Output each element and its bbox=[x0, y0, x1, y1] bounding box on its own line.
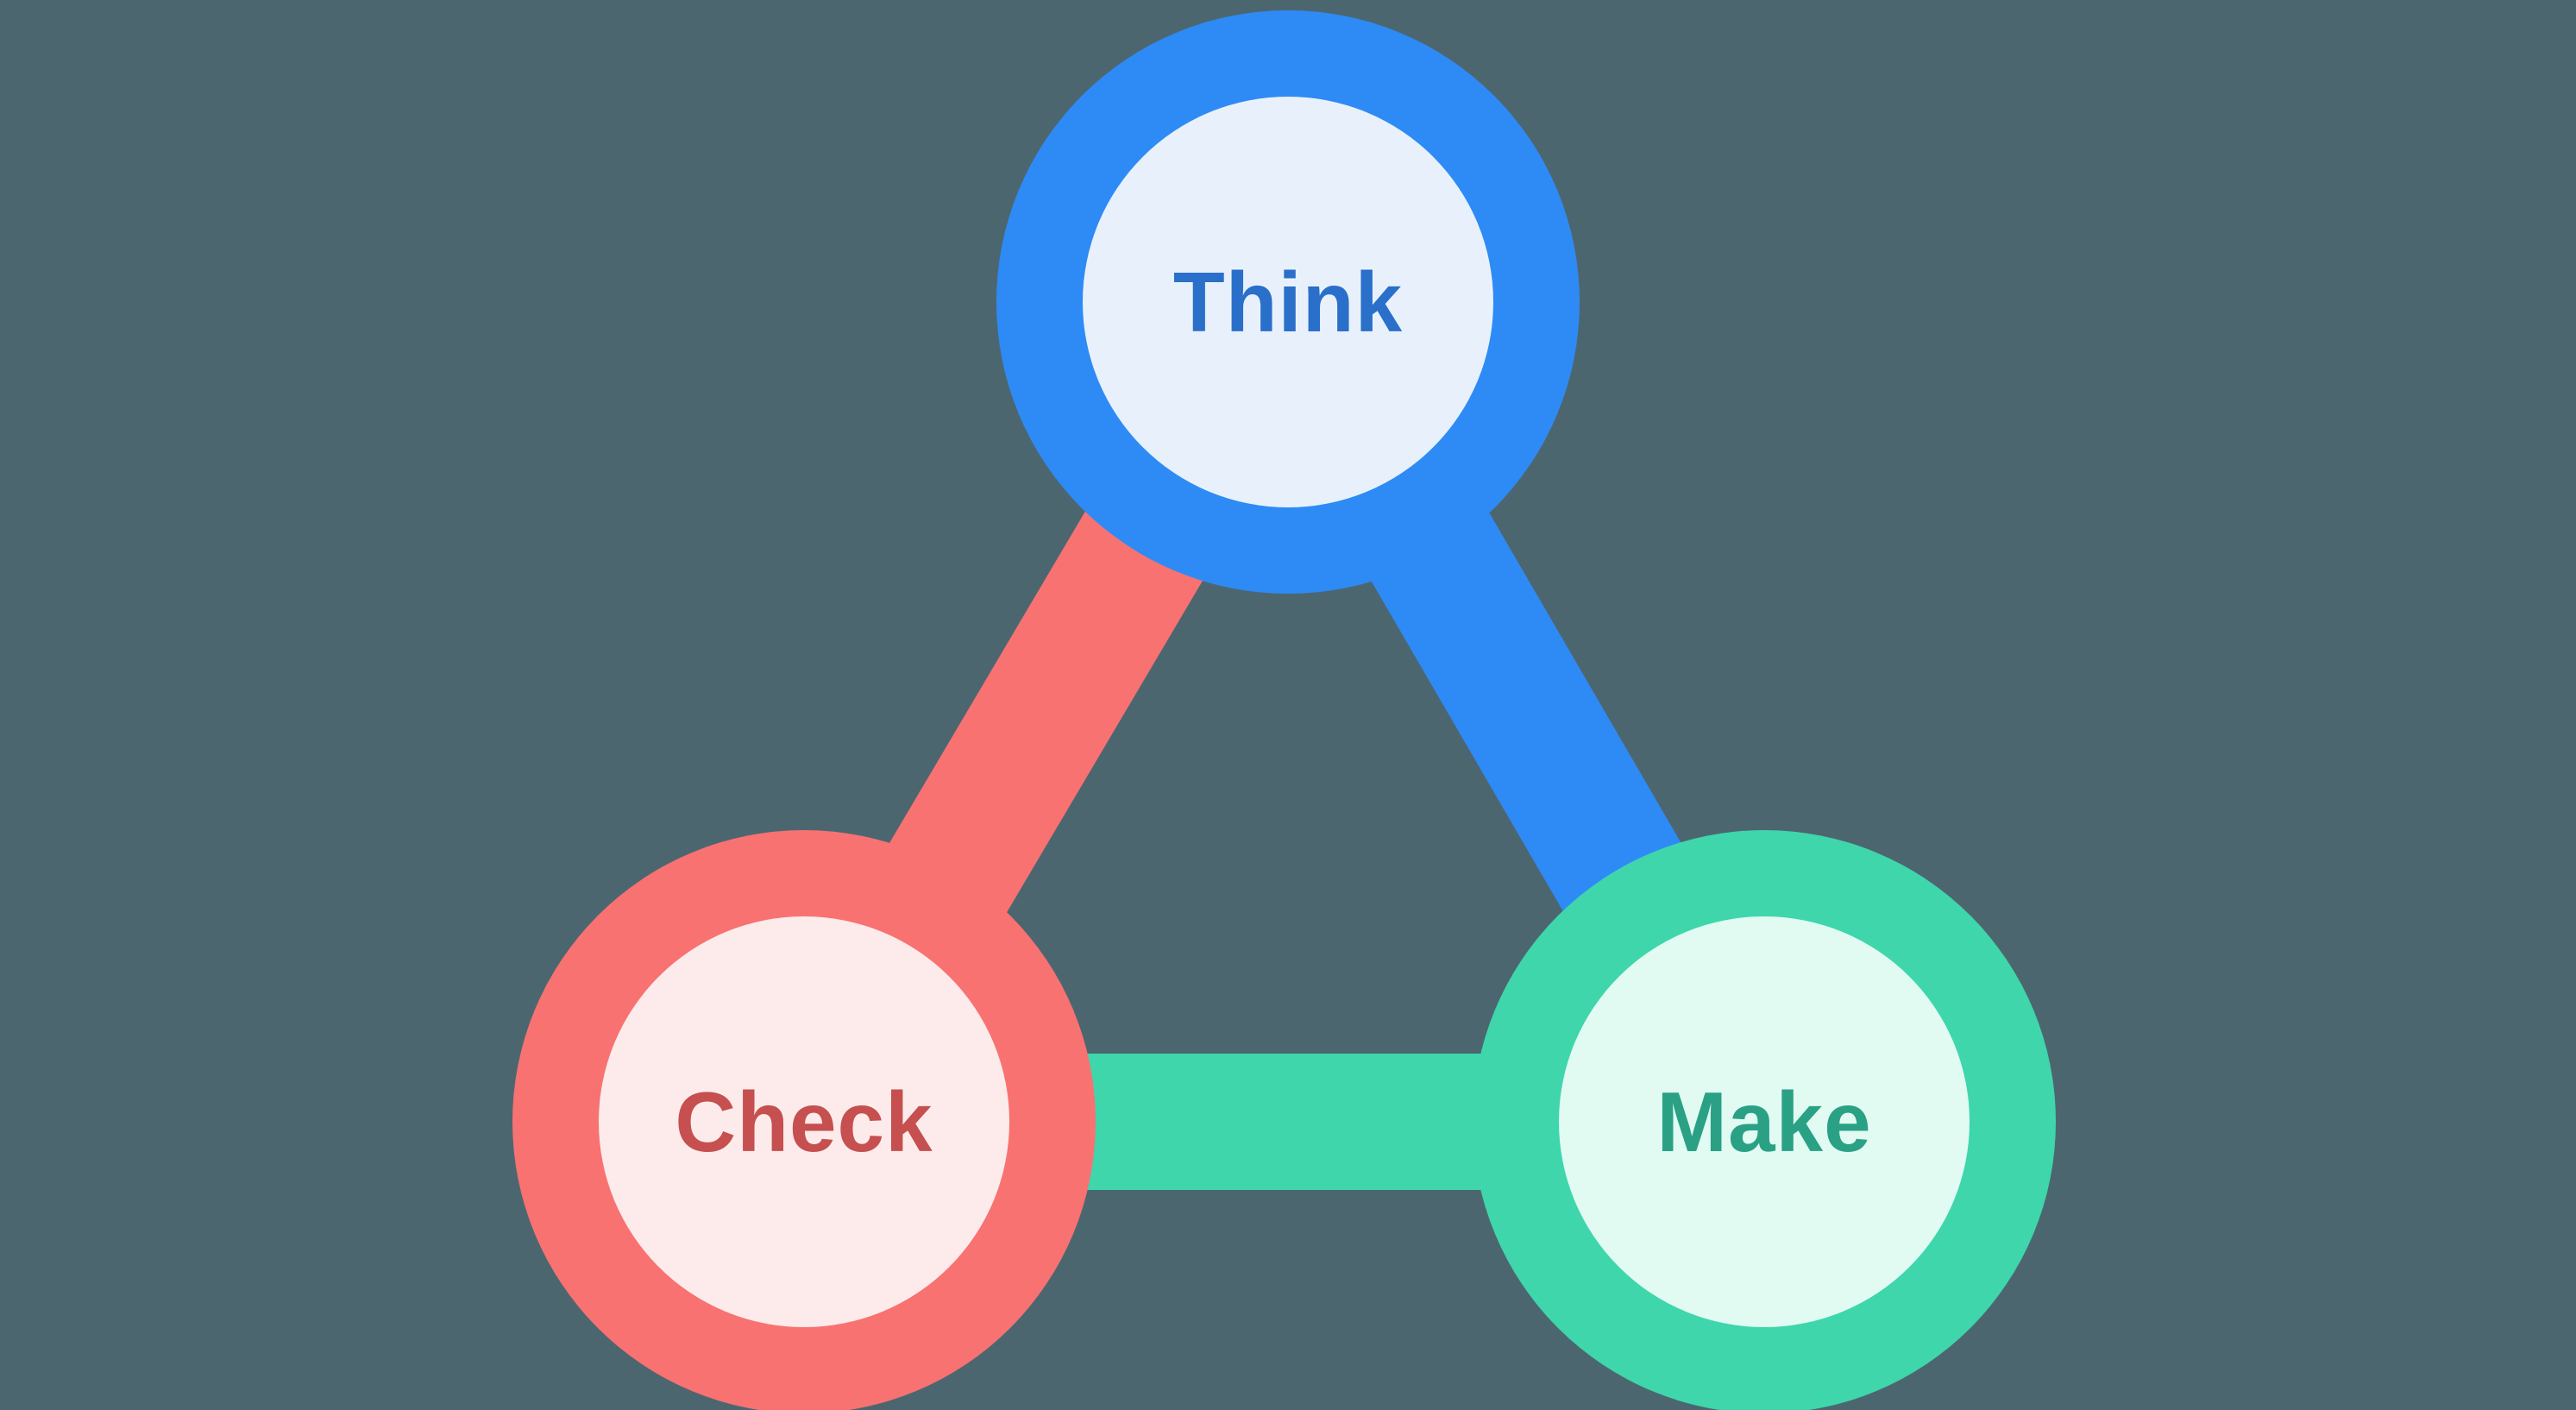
node-check: Check bbox=[512, 830, 1096, 1410]
node-think: Think bbox=[996, 10, 1580, 594]
node-check-label: Check bbox=[675, 1074, 933, 1169]
node-think-label: Think bbox=[1173, 255, 1403, 349]
node-make: Make bbox=[1473, 830, 2056, 1410]
node-make-label: Make bbox=[1656, 1074, 1871, 1169]
node-think-body bbox=[1083, 97, 1493, 507]
node-check-body bbox=[599, 916, 1009, 1327]
node-make-body bbox=[1559, 916, 1970, 1327]
